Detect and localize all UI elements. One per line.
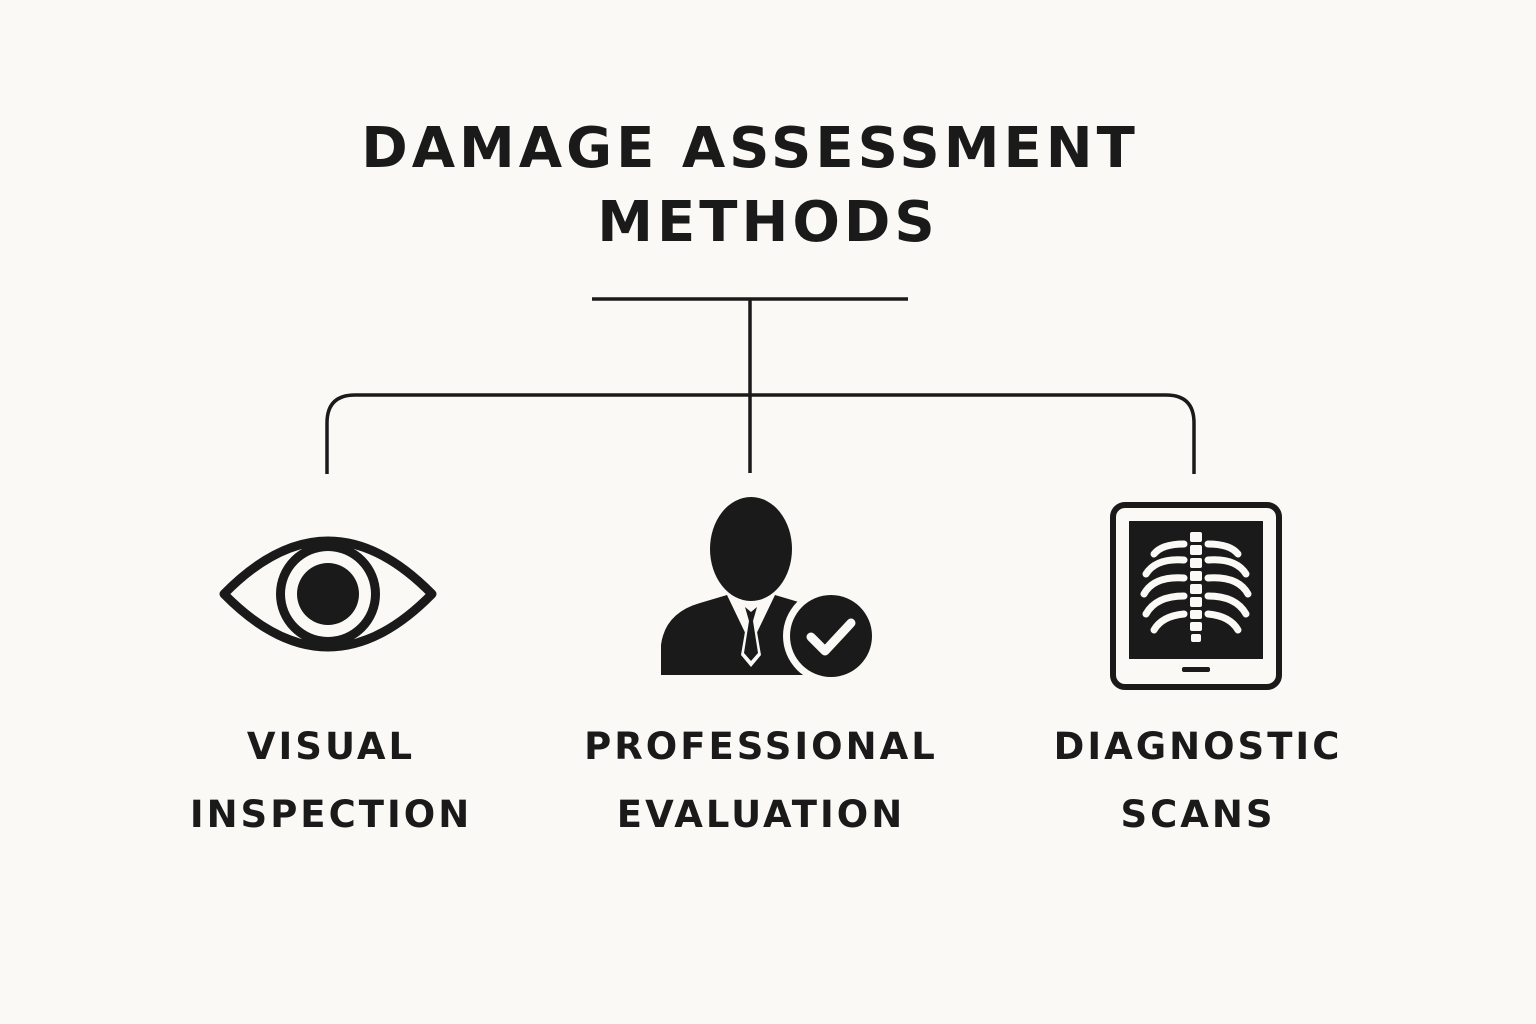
method-label-line-1: DIAGNOSTIC [1053,725,1343,768]
method-label-diagnostic-scans: DIAGNOSTIC SCANS [968,713,1428,849]
professional-check-icon [661,497,879,684]
xray-tablet-icon [1110,502,1282,690]
eye-icon [219,536,437,652]
method-label-line-1: VISUAL [246,725,416,768]
method-label-line-2: INSPECTION [189,793,473,836]
method-label-line-1: PROFESSIONAL [584,725,938,768]
connector-branch [325,393,1196,474]
method-label-line-2: SCANS [1120,793,1276,836]
method-label-line-2: EVALUATION [616,793,906,836]
diagram-title-line-2: METHODS [597,190,939,255]
method-label-professional-evaluation: PROFESSIONAL EVALUATION [531,713,991,849]
diagram-title-line-1: DAMAGE ASSESSMENT [361,116,1139,181]
method-label-visual-inspection: VISUAL INSPECTION [101,713,561,849]
